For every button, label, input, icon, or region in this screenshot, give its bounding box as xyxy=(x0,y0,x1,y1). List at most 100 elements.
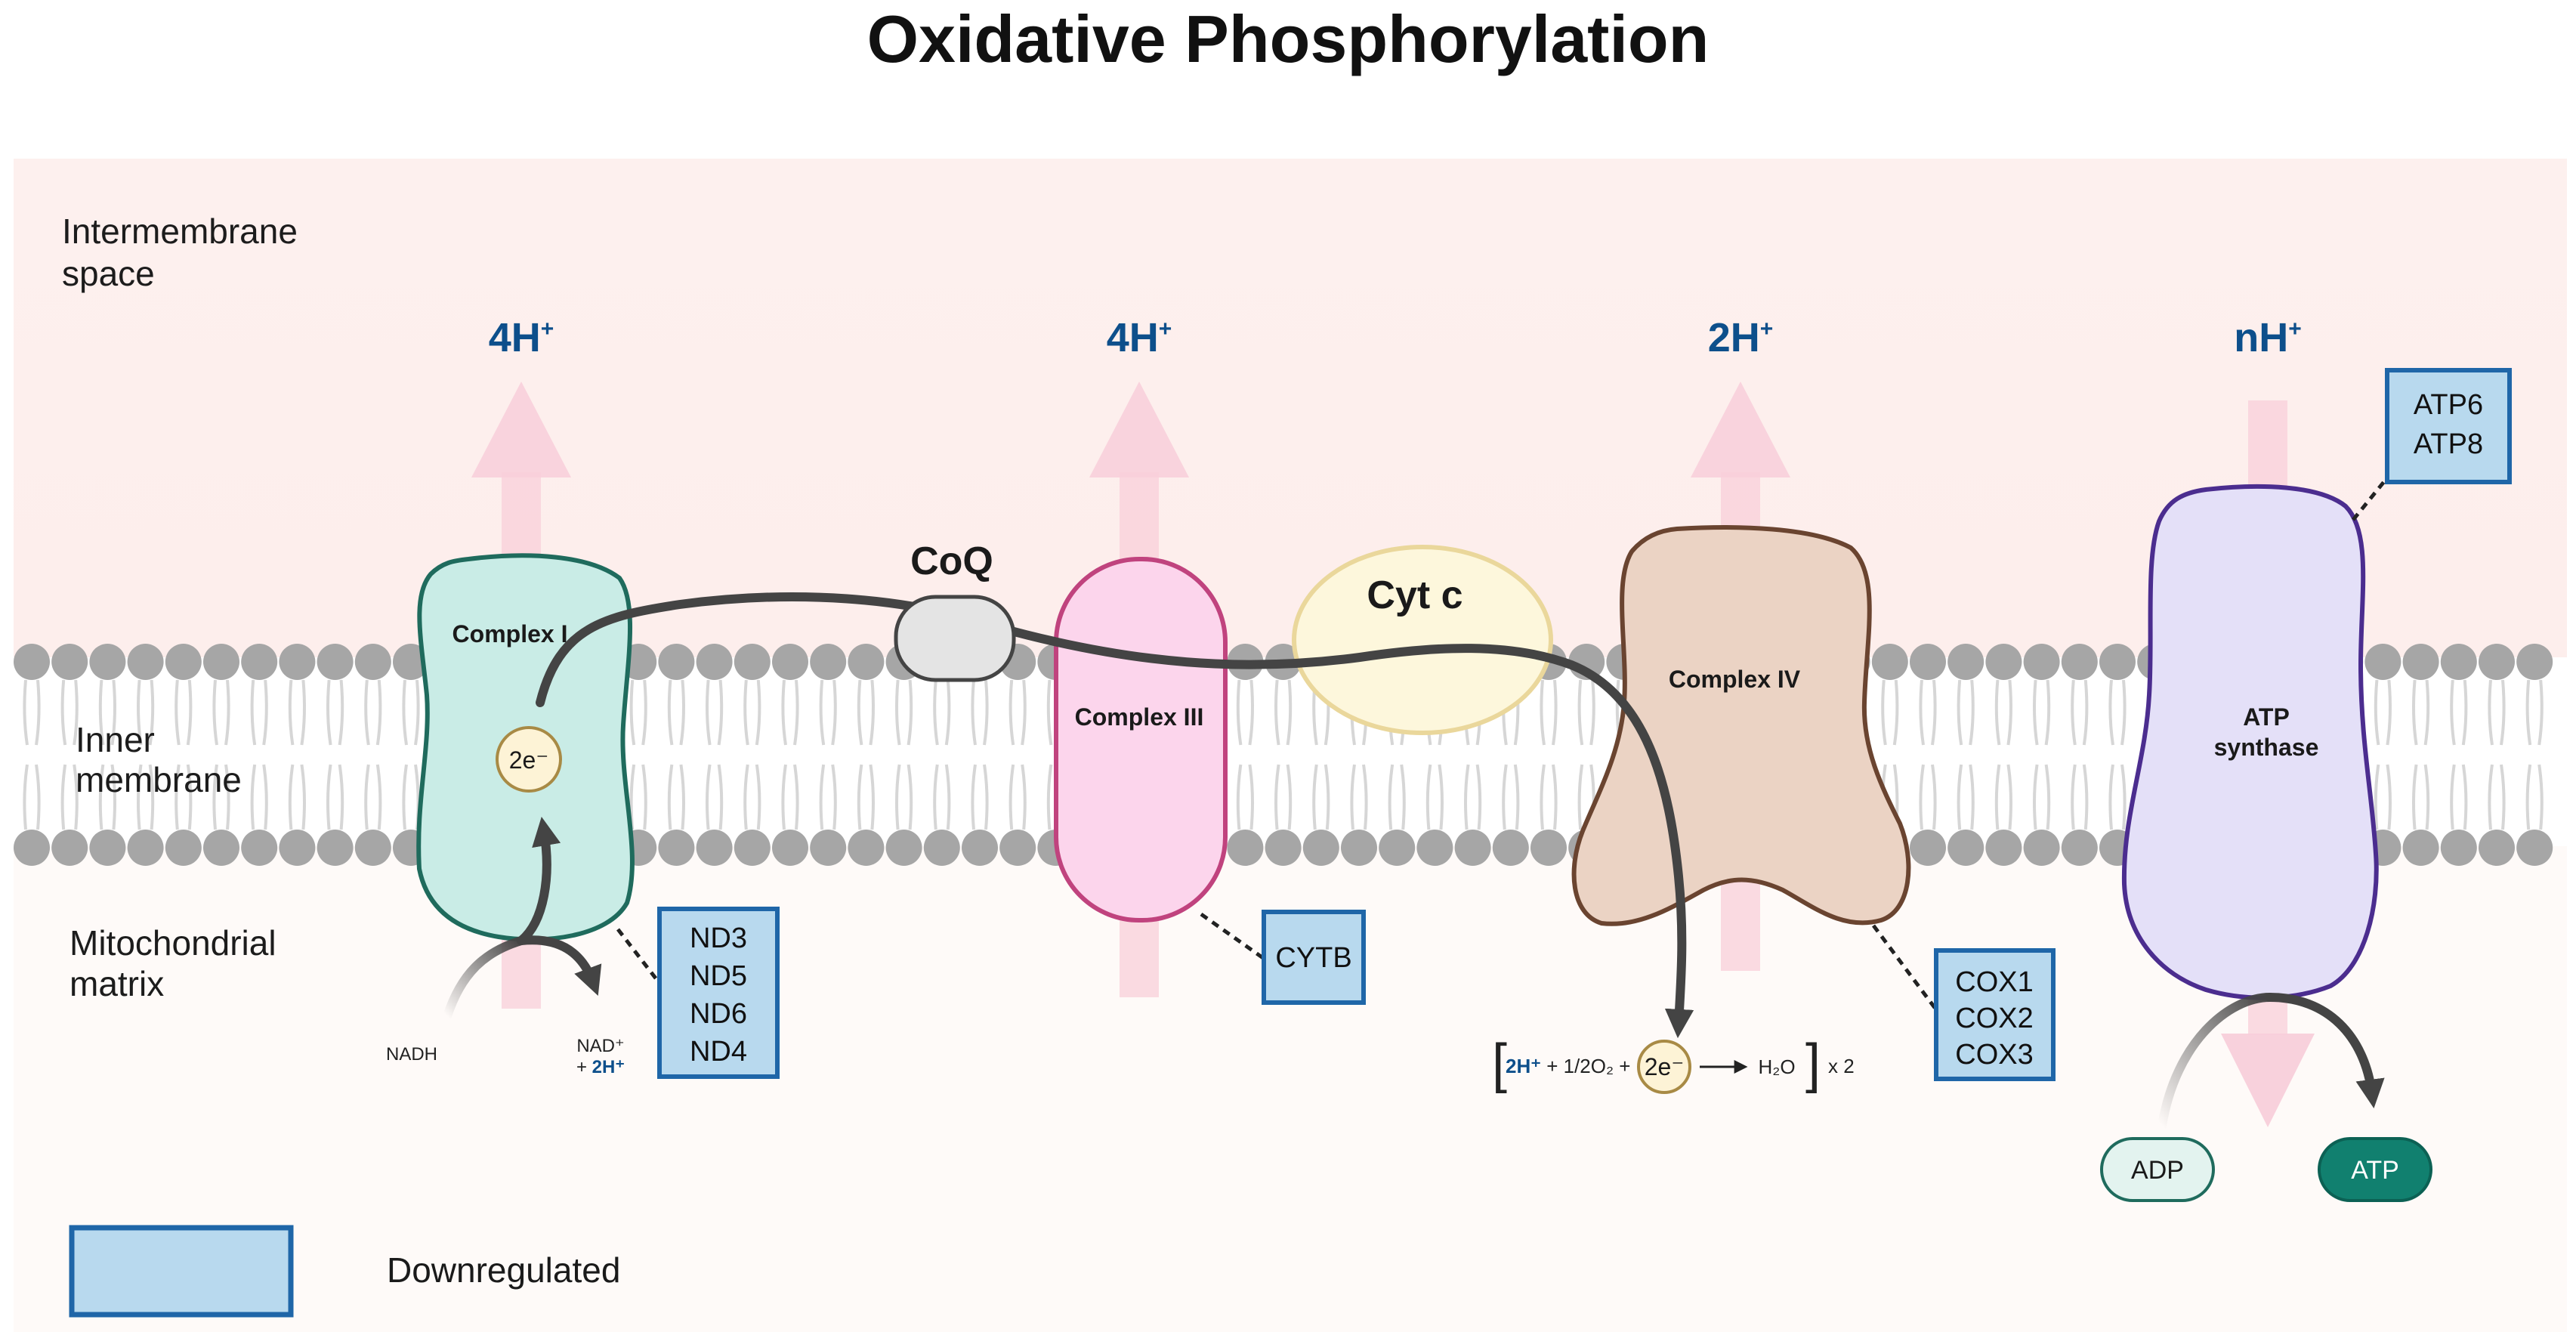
lipid-tail xyxy=(2374,679,2380,746)
intermembrane-label-line1: Intermembrane xyxy=(62,212,298,251)
lipid-tail xyxy=(1919,679,1925,746)
electron-label-complex1: 2e⁻ xyxy=(509,746,548,774)
nad-output-h-label: + 2H⁺ xyxy=(576,1057,625,1077)
lipid-tail xyxy=(2525,679,2532,746)
lipid-head xyxy=(2364,644,2401,680)
lipid-head xyxy=(962,830,998,866)
gene-atp6: ATP6 xyxy=(2414,389,2483,421)
lipid-head xyxy=(1530,830,1567,866)
lipid-tail xyxy=(2044,679,2051,746)
lipid-tail xyxy=(2108,679,2114,746)
lipid-tail xyxy=(2044,764,2051,830)
lipid-head xyxy=(1302,830,1339,866)
equation-bracket-close: ] xyxy=(1805,1034,1821,1094)
lipid-tail xyxy=(2488,764,2494,830)
lipid-tail xyxy=(35,679,41,746)
lipid-tail xyxy=(755,764,761,830)
adp-label: ADP xyxy=(2131,1156,2184,1185)
lipid-tail xyxy=(300,764,306,830)
lipid-tail xyxy=(2120,764,2127,830)
water-equation: [ 2H⁺ + 1/2O₂ + 2e⁻ H₂O ] x 2 xyxy=(1492,1034,1855,1094)
lipid-tail xyxy=(1324,764,1330,830)
lipid-tail xyxy=(793,679,799,746)
lipid-tail xyxy=(338,764,344,830)
lipid-tail xyxy=(1021,764,1027,830)
proton-label-atp-synthase: nH+ xyxy=(2234,315,2302,360)
lipid-tail xyxy=(2386,679,2392,746)
lipid-tail xyxy=(793,764,799,830)
lipid-tail xyxy=(1236,764,1243,830)
lipid-tail xyxy=(857,764,863,830)
lipid-tail xyxy=(1008,764,1015,830)
lipid-tail xyxy=(402,679,408,746)
lipid-tail xyxy=(2071,679,2077,746)
lipid-tail xyxy=(1362,764,1368,830)
lipid-tail xyxy=(679,679,685,746)
lipid-tail xyxy=(857,679,863,746)
lipid-tail xyxy=(288,679,295,746)
lipid-tail xyxy=(1425,764,1432,830)
lipid-tail xyxy=(1513,764,1520,830)
complex1-gene-connector xyxy=(616,928,660,984)
lipid-head xyxy=(1947,830,1985,866)
proton-label-complex3: 4H+ xyxy=(1107,315,1172,360)
legend-label-downregulated: Downregulated xyxy=(387,1250,620,1290)
atp-synthase-label-line1: ATP xyxy=(2243,703,2290,731)
lipid-tail xyxy=(1540,679,1546,746)
lipid-tail xyxy=(971,764,977,830)
lipid-tail xyxy=(250,679,257,746)
adp-input-arrow xyxy=(2157,993,2275,1130)
complex1-label: Complex I xyxy=(452,620,568,647)
lipid-tail xyxy=(2033,764,2039,830)
lipid-tail xyxy=(2082,764,2089,830)
lipid-tail xyxy=(895,679,901,746)
adp-pill xyxy=(2100,1137,2215,1202)
lipid-tail xyxy=(212,764,218,830)
lipid-tail xyxy=(717,679,724,746)
lipid-tail xyxy=(1577,764,1584,830)
lipid-head xyxy=(772,644,808,680)
lipid-head xyxy=(127,644,164,680)
lipid-head xyxy=(127,830,164,866)
lipid-head xyxy=(279,644,316,680)
gene-nd3: ND3 xyxy=(690,923,747,954)
lipid-tail xyxy=(1969,679,1975,746)
lipid-head xyxy=(1910,830,1946,866)
electron-circle-equation xyxy=(1637,1040,1691,1094)
lipid-tail xyxy=(326,679,332,746)
complex1-gene-box xyxy=(657,907,780,1079)
lipid-tail xyxy=(1388,764,1395,830)
lipid-tail xyxy=(971,679,977,746)
lipid-tail xyxy=(1464,764,1470,830)
lipid-tail xyxy=(667,764,674,830)
lipid-tail xyxy=(1438,764,1444,830)
intermembrane-label-line2: space xyxy=(62,254,155,293)
lipid-tail xyxy=(706,764,712,830)
lipid-head xyxy=(317,830,354,866)
lipid-tail xyxy=(781,764,787,830)
lipid-tail xyxy=(60,679,67,746)
lipid-tail xyxy=(944,764,951,830)
lipid-tail xyxy=(262,764,268,830)
lipid-head xyxy=(1947,644,1985,680)
lipid-tail xyxy=(1931,679,1937,746)
lipid-tail xyxy=(1577,679,1584,746)
lipid-head xyxy=(165,830,202,866)
lipid-tail xyxy=(175,679,181,746)
lipid-tail xyxy=(1312,764,1318,830)
lipid-head xyxy=(696,644,733,680)
lipid-head xyxy=(14,644,50,680)
lipid-tail xyxy=(831,764,837,830)
lipid-tail xyxy=(60,764,67,830)
lipid-tail xyxy=(1540,764,1546,830)
lipid-tail xyxy=(1350,764,1356,830)
lipid-tail xyxy=(137,679,143,746)
lipid-tail xyxy=(1552,679,1558,746)
lipid-tail xyxy=(1969,764,1975,830)
lipid-tail xyxy=(2500,679,2506,746)
lipid-head xyxy=(203,830,239,866)
lipid-head xyxy=(14,830,50,866)
proton-label-complex4: 2H+ xyxy=(1708,315,1774,360)
lipid-tail xyxy=(35,764,41,830)
